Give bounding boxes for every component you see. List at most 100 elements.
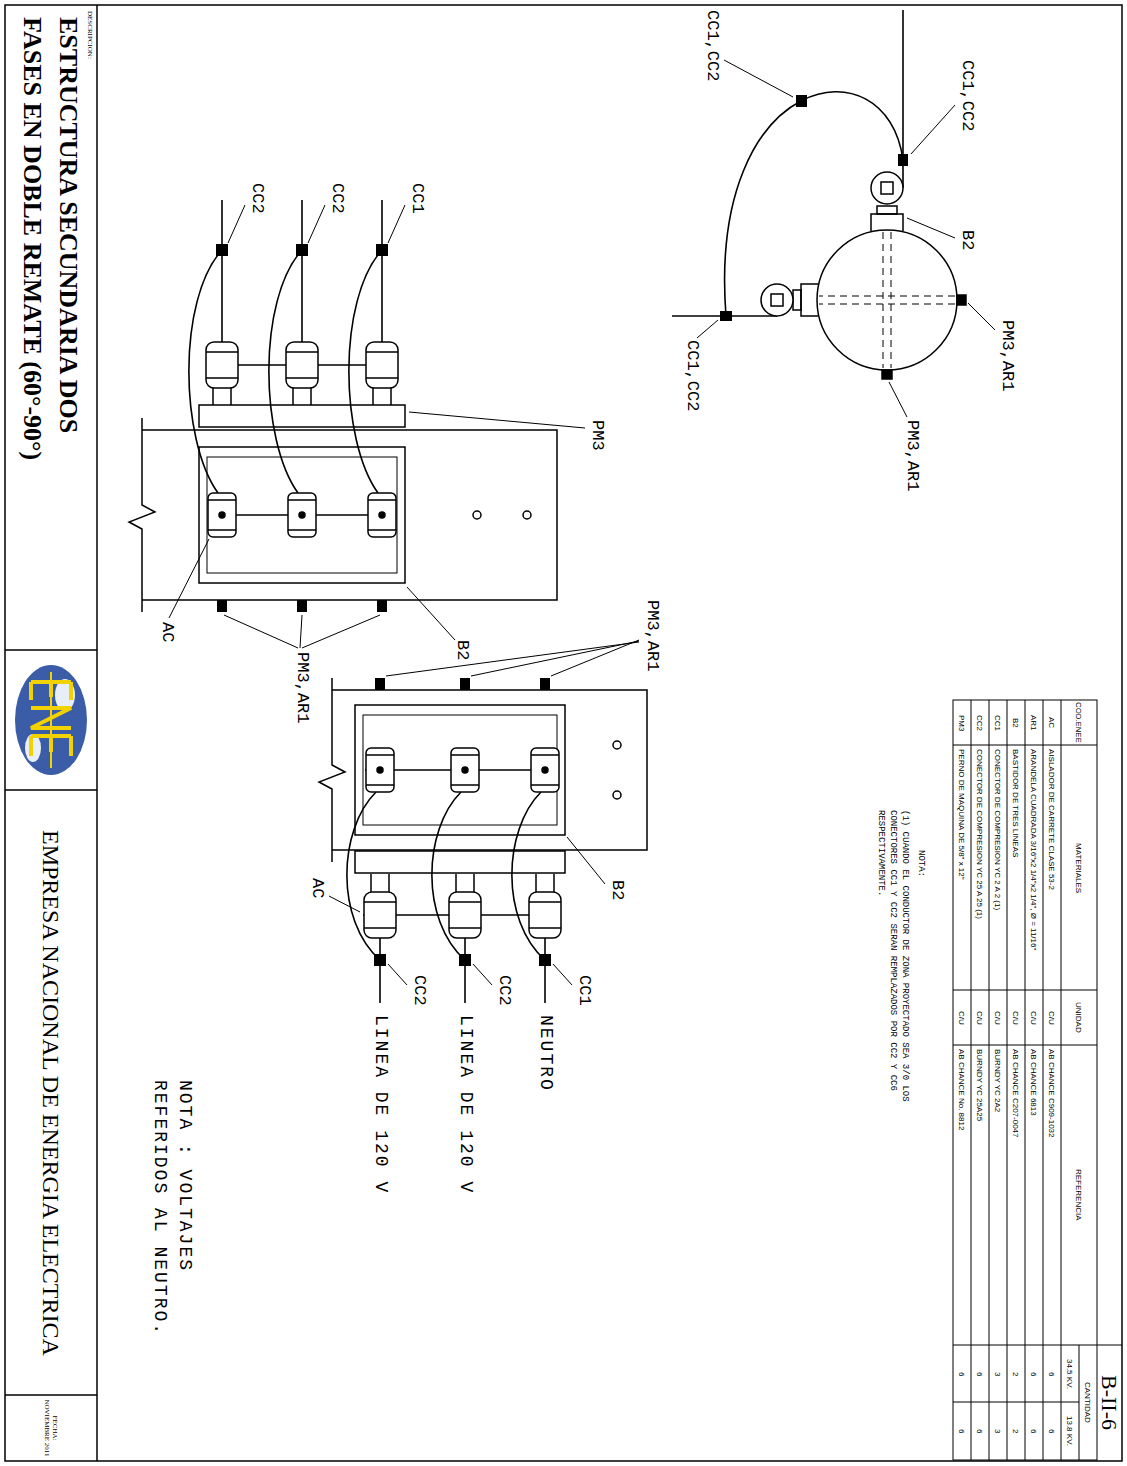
pole-front-view [199, 447, 405, 583]
callout-label: PM3,AR1 [998, 320, 1017, 391]
spool-top-view [881, 182, 893, 194]
table-cell: ARANDELA CUADRADA 3/16"x2 1/4"x2 1/4", Ø… [1029, 749, 1038, 950]
materials-table [1061, 700, 1062, 1460]
pole-top-view [819, 232, 955, 368]
leader-front-view [169, 539, 209, 618]
callout-label: CC2 [410, 975, 429, 1006]
callout-label: PM3,AR1 [293, 652, 312, 723]
company-logo [15, 665, 87, 775]
pole-top-view [793, 290, 801, 310]
table-cell: 3 [993, 1429, 1002, 1433]
bolt-nut [296, 244, 308, 256]
bolt-nut [297, 600, 307, 612]
callout-label: CC1,CC2 [683, 340, 702, 411]
pole-front-view [355, 705, 565, 835]
connector-top-view [898, 154, 908, 166]
table-cell: AB CHANCE C909-1032 [1047, 1049, 1056, 1137]
leader-front-view [553, 964, 572, 985]
leader-front-view [388, 205, 405, 243]
callout-label: CC1,CC2 [703, 10, 722, 81]
callout-label: B2 [453, 640, 472, 660]
conductor-top-view [725, 92, 903, 316]
table-cell: AB CHANCE C207-0047 [1011, 1049, 1020, 1137]
table-cell: CONECTOR DE COMPRESION YC 2 A 2 (1) [993, 749, 1002, 910]
sheet-frame [5, 649, 97, 651]
spool-front-view [368, 500, 396, 530]
bolt-nut [376, 244, 388, 256]
table-header: 13.8 KV. [1065, 1416, 1074, 1446]
spool-front-view [208, 493, 236, 537]
spool-top-view [871, 172, 903, 204]
callout-label: PM3 [588, 420, 607, 451]
sheet-frame [5, 789, 97, 791]
bolt-nut [216, 244, 228, 256]
table-cell: 6 [1029, 1372, 1038, 1376]
pole-front-view [319, 678, 647, 915]
materials-table [1097, 1345, 1122, 1346]
leader-front-view [224, 615, 298, 648]
table-cell: 6 [957, 1429, 966, 1433]
note-heading: NOTA: [915, 850, 927, 877]
leader-front-view [329, 640, 639, 985]
spool-front-view [366, 352, 398, 405]
table-cell: 2 [1011, 1429, 1020, 1433]
sheet-number-box: B-II-6 [1097, 1345, 1122, 1460]
pole-top-view [817, 230, 957, 370]
spool-front-view [206, 342, 398, 537]
materials-table [1007, 700, 1008, 1460]
conductor-front-view [221, 200, 223, 342]
leader-front-view [551, 640, 639, 676]
spool-top-view [761, 284, 793, 316]
spool-front-view [366, 755, 394, 785]
leader-top-view [911, 105, 955, 154]
pole-top-view [882, 370, 892, 379]
spool-front-view [364, 748, 561, 938]
table-cell: C/U [975, 1011, 984, 1025]
connector-top-view [720, 95, 908, 321]
spool-top-view [771, 294, 783, 306]
line-name: LINEA DE 120 V [371, 1015, 391, 1194]
materials-table [953, 700, 1097, 1460]
line-name: LINEA DE 120 V [456, 1015, 476, 1194]
conductor-front-view [544, 938, 546, 1003]
sheet-number: B-II-6 [1096, 1375, 1122, 1430]
leader-front-view [386, 642, 639, 676]
sheet-frame [5, 5, 1122, 1461]
spool-front-view [219, 512, 225, 518]
spool-front-view [288, 493, 316, 537]
leader-front-view [388, 964, 407, 985]
table-cell: CC1 [993, 715, 1002, 731]
materials-table [1079, 1345, 1080, 1460]
pole-top-view [957, 295, 966, 305]
table-cell: 6 [1047, 1429, 1056, 1433]
connector-top-view [796, 95, 807, 107]
bolt-nut [216, 244, 388, 612]
bolt-nut [377, 600, 387, 612]
pole-top-view [891, 232, 892, 368]
leader-front-view [302, 615, 380, 648]
pole-front-view [129, 365, 557, 612]
table-cell: AISLADOR DE CARRETE CLASE 53-2 [1047, 749, 1056, 890]
pole-front-view [129, 418, 155, 612]
callout-label: B2 [608, 880, 627, 900]
table-header: COD.ENEE [1074, 702, 1083, 743]
field-label: DESCRIPCION: [86, 11, 94, 59]
leader-front-view [407, 587, 455, 640]
table-cell: PM3 [957, 715, 966, 731]
callout-label: PM3,AR1 [643, 600, 662, 671]
note-text: (1) CUANDO EL CONDUCTOR DE ZONA PROYECTA… [875, 810, 911, 1150]
materials-table [1043, 700, 1044, 1460]
leader-top-view [968, 303, 995, 330]
pole-front-view [613, 741, 621, 749]
pole-front-view [142, 430, 557, 600]
materials-table [989, 700, 990, 1460]
spool-front-view [451, 748, 479, 792]
spool-front-view [377, 767, 383, 773]
leader-front-view [228, 205, 245, 243]
date-cell: FECHA: NOVIEMBRE 2011 [5, 1395, 97, 1461]
spool-front-view [449, 892, 481, 938]
materials-table [953, 700, 1122, 1460]
bolt-nut [375, 678, 385, 690]
table-cell: 2 [1011, 1372, 1020, 1376]
